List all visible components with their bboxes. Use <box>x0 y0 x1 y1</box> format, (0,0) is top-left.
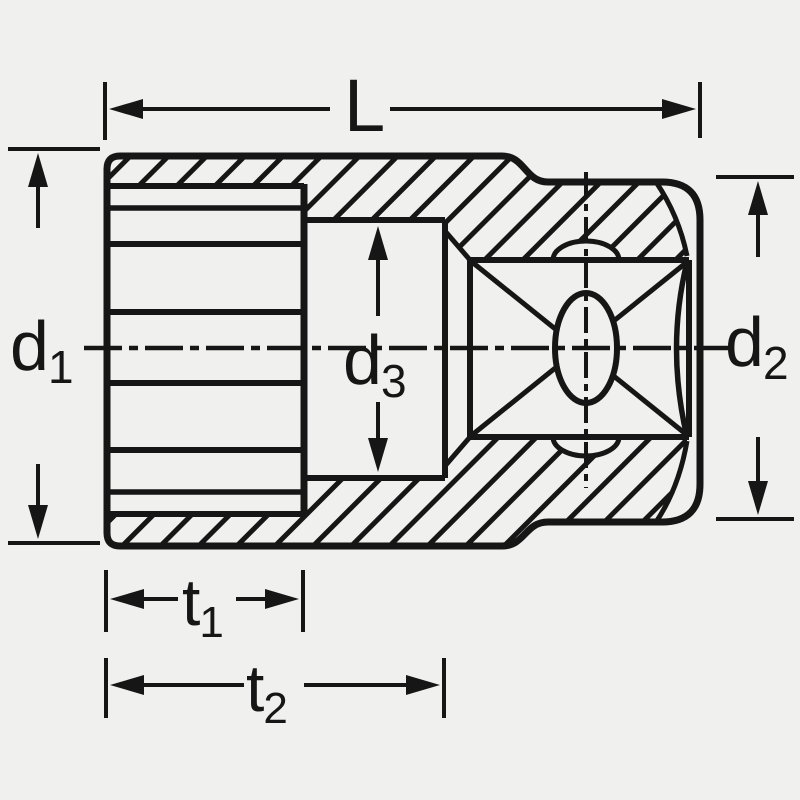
dimension-arrow-left-icon <box>109 99 143 119</box>
dimension-d3: d3 <box>343 226 407 472</box>
socket-outline <box>103 152 704 550</box>
drive-end-chamfer-bottom <box>653 440 690 524</box>
recess-back-wall-arc <box>673 261 690 438</box>
hatch-area-bottom <box>107 437 687 546</box>
dimension-label-d3: d3 <box>343 321 406 407</box>
dimension-arrow-down-icon <box>368 438 388 472</box>
dimension-d1: d1 <box>8 147 100 545</box>
bore-chamfer-bottom <box>443 435 472 468</box>
dimension-arrow-right-icon <box>662 99 696 119</box>
dimension-t1: t1 <box>104 565 305 647</box>
dimension-arrow-up-icon <box>368 226 388 260</box>
dimension-arrow-up-icon <box>28 153 48 187</box>
dimension-t2: t2 <box>104 651 446 733</box>
bore-chamfer-top <box>443 229 472 262</box>
dimension-arrow-down-icon <box>748 481 768 515</box>
dimension-arrow-right-icon <box>265 589 299 609</box>
dimension-arrow-down-icon <box>28 505 48 539</box>
dimension-arrow-up-icon <box>748 181 768 215</box>
dimension-label-L: L <box>344 64 384 147</box>
dimension-d2: d2 <box>716 175 794 521</box>
dimension-label-t1: t1 <box>182 565 223 647</box>
dimension-label-t2: t2 <box>246 651 287 733</box>
dimension-L: L <box>103 64 702 147</box>
bore-outline <box>304 217 472 481</box>
dimension-label-d1: d1 <box>10 307 73 393</box>
dimension-arrow-left-icon <box>110 675 144 695</box>
dimension-arrow-right-icon <box>406 675 440 695</box>
dimension-label-d2: d2 <box>725 303 788 389</box>
dimension-arrow-left-icon <box>110 589 144 609</box>
drive-end-chamfer-top <box>653 180 690 257</box>
